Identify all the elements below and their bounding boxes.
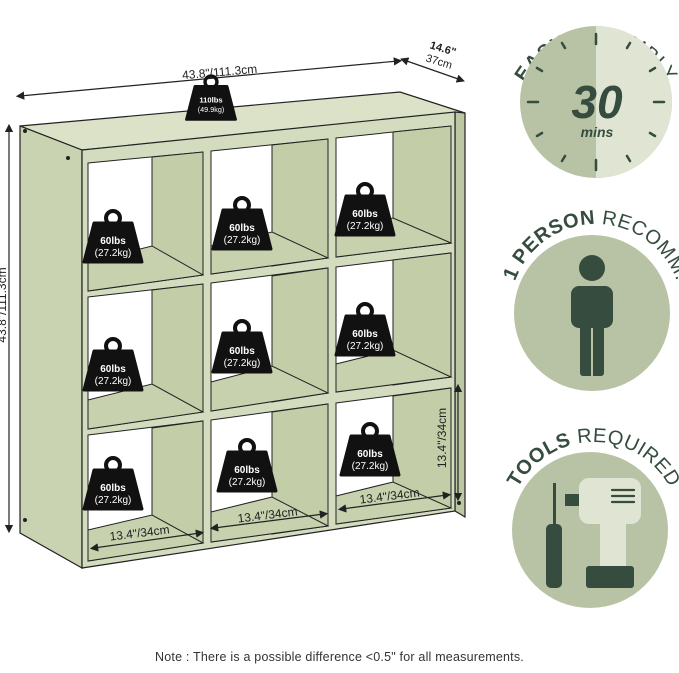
- svg-text:(27.2kg): (27.2kg): [352, 461, 389, 472]
- weight-icon-cube-7: 60lbs (27.2kg): [82, 456, 144, 511]
- assembly-minutes-number: 30: [571, 76, 623, 128]
- clock-ticks: [526, 32, 666, 172]
- svg-text:(27.2kg): (27.2kg): [347, 341, 384, 352]
- width-dimension-label: 43.8"/111.3cm: [182, 62, 258, 83]
- screw-dots: [23, 129, 461, 522]
- measurement-note: Note : There is a possible difference <0…: [155, 650, 524, 664]
- drill-icon: [565, 478, 641, 588]
- svg-text:(27.2kg): (27.2kg): [95, 248, 132, 259]
- weight-icon-cube-5: 60lbs (27.2kg): [211, 319, 273, 374]
- svg-text:(27.2kg): (27.2kg): [229, 477, 266, 488]
- svg-text:60lbs: 60lbs: [100, 236, 126, 247]
- svg-text:(49.9kg): (49.9kg): [198, 105, 224, 114]
- cube-height-label: 13.4"/34cm: [435, 408, 449, 468]
- height-dimension-label: 43.8"/111.3cm: [0, 267, 9, 342]
- svg-text:60lbs: 60lbs: [352, 209, 378, 220]
- svg-text:60lbs: 60lbs: [357, 449, 383, 460]
- svg-text:60lbs: 60lbs: [100, 483, 126, 494]
- svg-text:(27.2kg): (27.2kg): [347, 221, 384, 232]
- weight-icon-cube-2: 60lbs (27.2kg): [211, 196, 273, 251]
- one-person-badge: 1 PERSON RECOMM.: [499, 207, 679, 391]
- weight-icon-cube-3: 60lbs (27.2kg): [334, 182, 396, 237]
- svg-text:60lbs: 60lbs: [234, 465, 260, 476]
- svg-text:(27.2kg): (27.2kg): [95, 376, 132, 387]
- assembly-minutes-unit: mins: [581, 124, 614, 140]
- weight-icon-cube-8: 60lbs (27.2kg): [216, 438, 278, 493]
- svg-text:60lbs: 60lbs: [229, 223, 255, 234]
- screwdriver-icon: [546, 483, 562, 588]
- svg-text:110lbs: 110lbs: [199, 95, 222, 104]
- svg-text:(27.2kg): (27.2kg): [224, 235, 261, 246]
- dimension-lines: [4, 57, 465, 552]
- weight-icon-cube-1: 60lbs (27.2kg): [82, 209, 144, 264]
- tools-required-badge: TOOLS REQUIRED: [503, 425, 679, 608]
- easy-assembly-badge: EASY ASSEMBLY 30 mins: [511, 25, 679, 178]
- svg-text:60lbs: 60lbs: [229, 346, 255, 357]
- person-icon: [571, 255, 613, 376]
- svg-text:60lbs: 60lbs: [352, 329, 378, 340]
- svg-text:(27.2kg): (27.2kg): [95, 495, 132, 506]
- weight-icon-top: 110lbs (49.9kg): [184, 74, 238, 122]
- svg-text:(27.2kg): (27.2kg): [224, 358, 261, 369]
- weight-icon-cube-6: 60lbs (27.2kg): [334, 302, 396, 357]
- svg-text:60lbs: 60lbs: [100, 364, 126, 375]
- weight-icon-cube-9: 60lbs (27.2kg): [339, 422, 401, 477]
- weight-icon-cube-4: 60lbs (27.2kg): [82, 337, 144, 392]
